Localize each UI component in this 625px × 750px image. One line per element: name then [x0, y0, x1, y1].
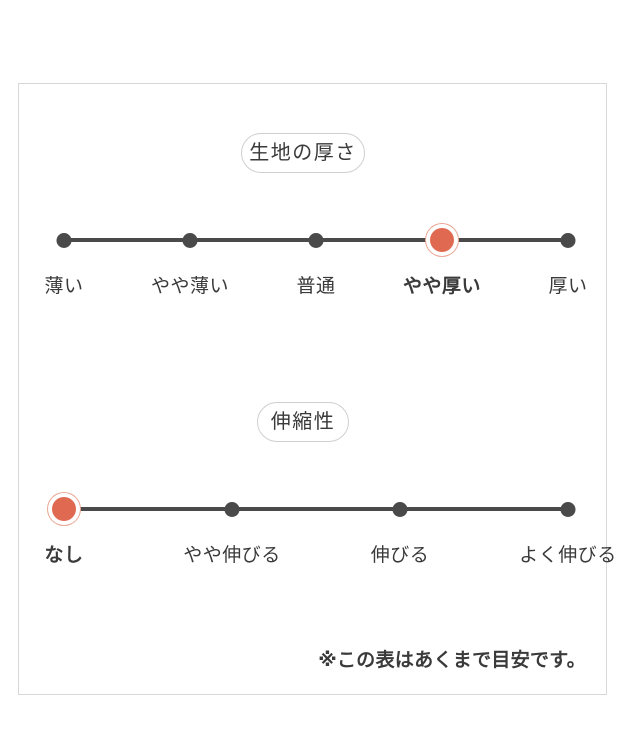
scale-label-stretch-2: 伸びる [370, 545, 430, 566]
section-title-thickness-label: 生地の厚さ [249, 141, 357, 164]
scale-label-thickness-3: やや厚い [402, 276, 482, 297]
section-title-stretch: 伸縮性 [257, 402, 349, 442]
scale-dot-thickness-4[interactable] [560, 232, 576, 248]
scale-dot-stretch-1[interactable] [224, 501, 240, 517]
chart-panel: 生地の厚さ 薄い やや薄い 普通 やや厚い 厚い 伸縮性 なし や [18, 83, 616, 695]
scale-label-stretch-3: よく伸びる [519, 545, 617, 566]
scale-label-thickness-4: 厚い [548, 276, 588, 297]
scale-label-thickness-2: 普通 [296, 276, 336, 297]
scale-dot-thickness-2[interactable] [308, 232, 324, 248]
scale-dot-thickness-3-active[interactable] [430, 228, 454, 252]
axis-line-stretch [64, 507, 569, 511]
scale-dot-thickness-1[interactable] [182, 232, 198, 248]
scale-label-stretch-1: やや伸びる [183, 545, 281, 566]
section-title-thickness: 生地の厚さ [241, 133, 365, 173]
chart-footnote: ※この表はあくまで目安です。 [318, 650, 586, 671]
scale-dot-stretch-3[interactable] [560, 501, 576, 517]
scale-stretch: なし やや伸びる 伸びる よく伸びる [19, 497, 616, 567]
scale-label-thickness-1: やや薄い [150, 276, 230, 297]
scale-dot-stretch-0-active[interactable] [52, 497, 76, 521]
section-title-stretch-label: 伸縮性 [270, 410, 336, 433]
scale-dot-thickness-0[interactable] [56, 232, 72, 248]
scale-label-stretch-0: なし [44, 545, 84, 566]
scale-thickness: 薄い やや薄い 普通 やや厚い 厚い [19, 228, 608, 298]
scale-label-thickness-0: 薄い [44, 276, 84, 297]
scale-dot-stretch-2[interactable] [392, 501, 408, 517]
